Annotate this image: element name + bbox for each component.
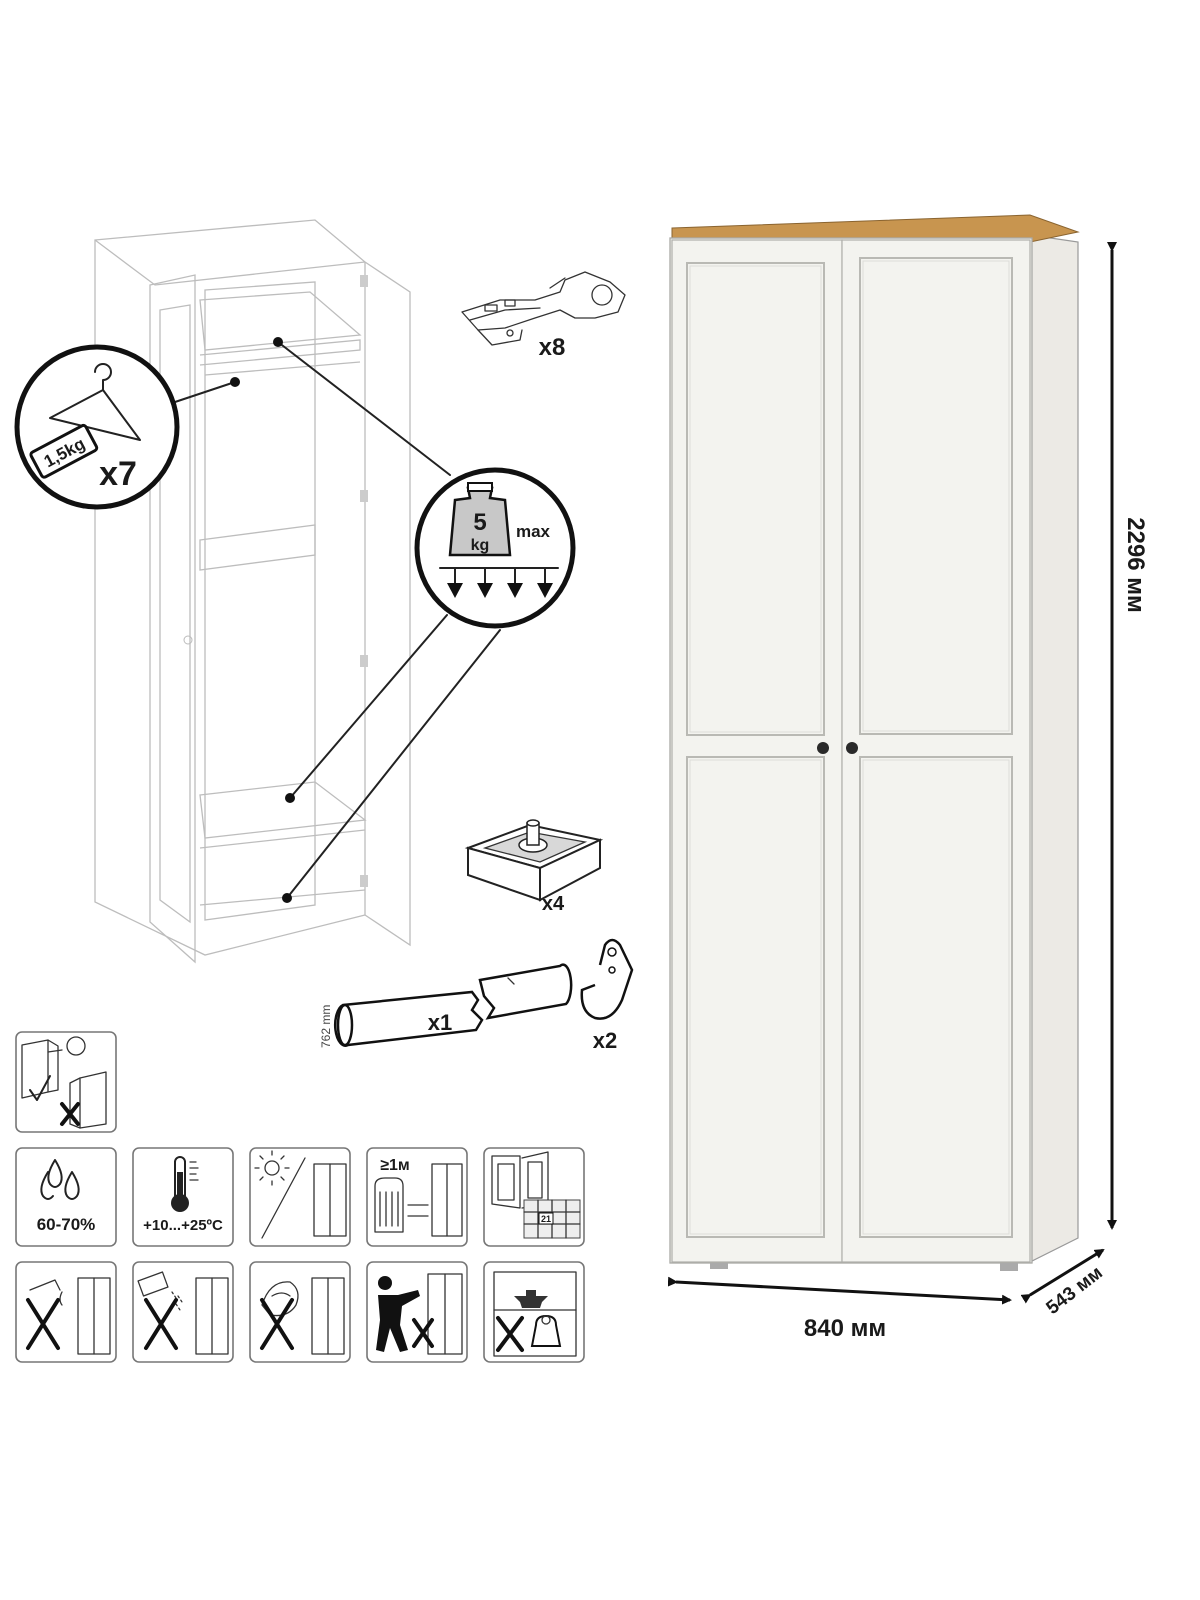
hanger-count-label: x7	[99, 455, 137, 493]
shelf-weight-unit: kg	[471, 537, 490, 554]
rail-holder-icon	[580, 938, 634, 1020]
rail-qty: x1	[428, 1010, 452, 1035]
no-wet-cloth-icon	[249, 1261, 351, 1363]
hanger-icon	[49, 363, 141, 441]
adjustable-foot-icon	[464, 819, 604, 902]
no-abrasive-cleaner-icon	[132, 1261, 234, 1363]
calendar-icon: 21	[523, 1199, 581, 1239]
weight-icon	[448, 482, 512, 557]
depth-dimension: 543 мм	[1043, 1262, 1107, 1319]
hinge-icon	[461, 271, 626, 346]
load-arrows-icon	[447, 567, 553, 598]
acclimatization-icon: 21	[483, 1147, 585, 1247]
wardrobe-front-view	[669, 214, 1080, 1271]
hanger-load-badge: 1,5kg x7	[14, 344, 180, 510]
shelf-max-label: max	[516, 522, 551, 541]
hinge-qty: x8	[539, 334, 566, 361]
dimension-lines	[667, 242, 1117, 1305]
shelf-weight-value: 5	[473, 509, 486, 536]
no-liquid-icon	[15, 1261, 117, 1363]
humidity-icon: 60-70%	[15, 1147, 117, 1247]
left-door-knob	[817, 742, 829, 754]
height-dimension: 2296 мм	[1122, 517, 1149, 613]
temperature-icon: +10...+25ºC	[132, 1147, 234, 1247]
foot-right	[1000, 1263, 1018, 1271]
temperature-value: +10...+25ºC	[143, 1217, 223, 1234]
foot-left	[710, 1263, 728, 1269]
foot-qty: x4	[542, 893, 565, 915]
heater-distance-icon: ≥1м	[366, 1147, 468, 1247]
pointer-lines	[174, 337, 501, 903]
rail-holder-qty: x2	[593, 1028, 617, 1053]
width-dimension: 840 мм	[804, 1315, 886, 1342]
calendar-day: 21	[541, 1214, 551, 1224]
rail-length: 762 mm	[319, 1005, 333, 1048]
no-dragging-icon	[366, 1261, 468, 1363]
care-icons-grid: 60-70% +10...+25ºC ≥1м	[15, 1031, 585, 1363]
no-overload-icon	[483, 1261, 585, 1363]
assembly-icon	[15, 1031, 117, 1133]
shelf-load-badge: 5 kg max	[414, 467, 576, 629]
sunlight-icon	[249, 1147, 351, 1247]
wardrobe-interior-sketch	[94, 219, 411, 964]
clothes-rail-icon	[333, 963, 573, 1047]
left-door	[671, 239, 843, 1263]
distance-value: ≥1м	[380, 1157, 410, 1174]
right-door-knob	[846, 742, 858, 754]
right-door	[841, 239, 1031, 1263]
humidity-value: 60-70%	[37, 1215, 96, 1234]
